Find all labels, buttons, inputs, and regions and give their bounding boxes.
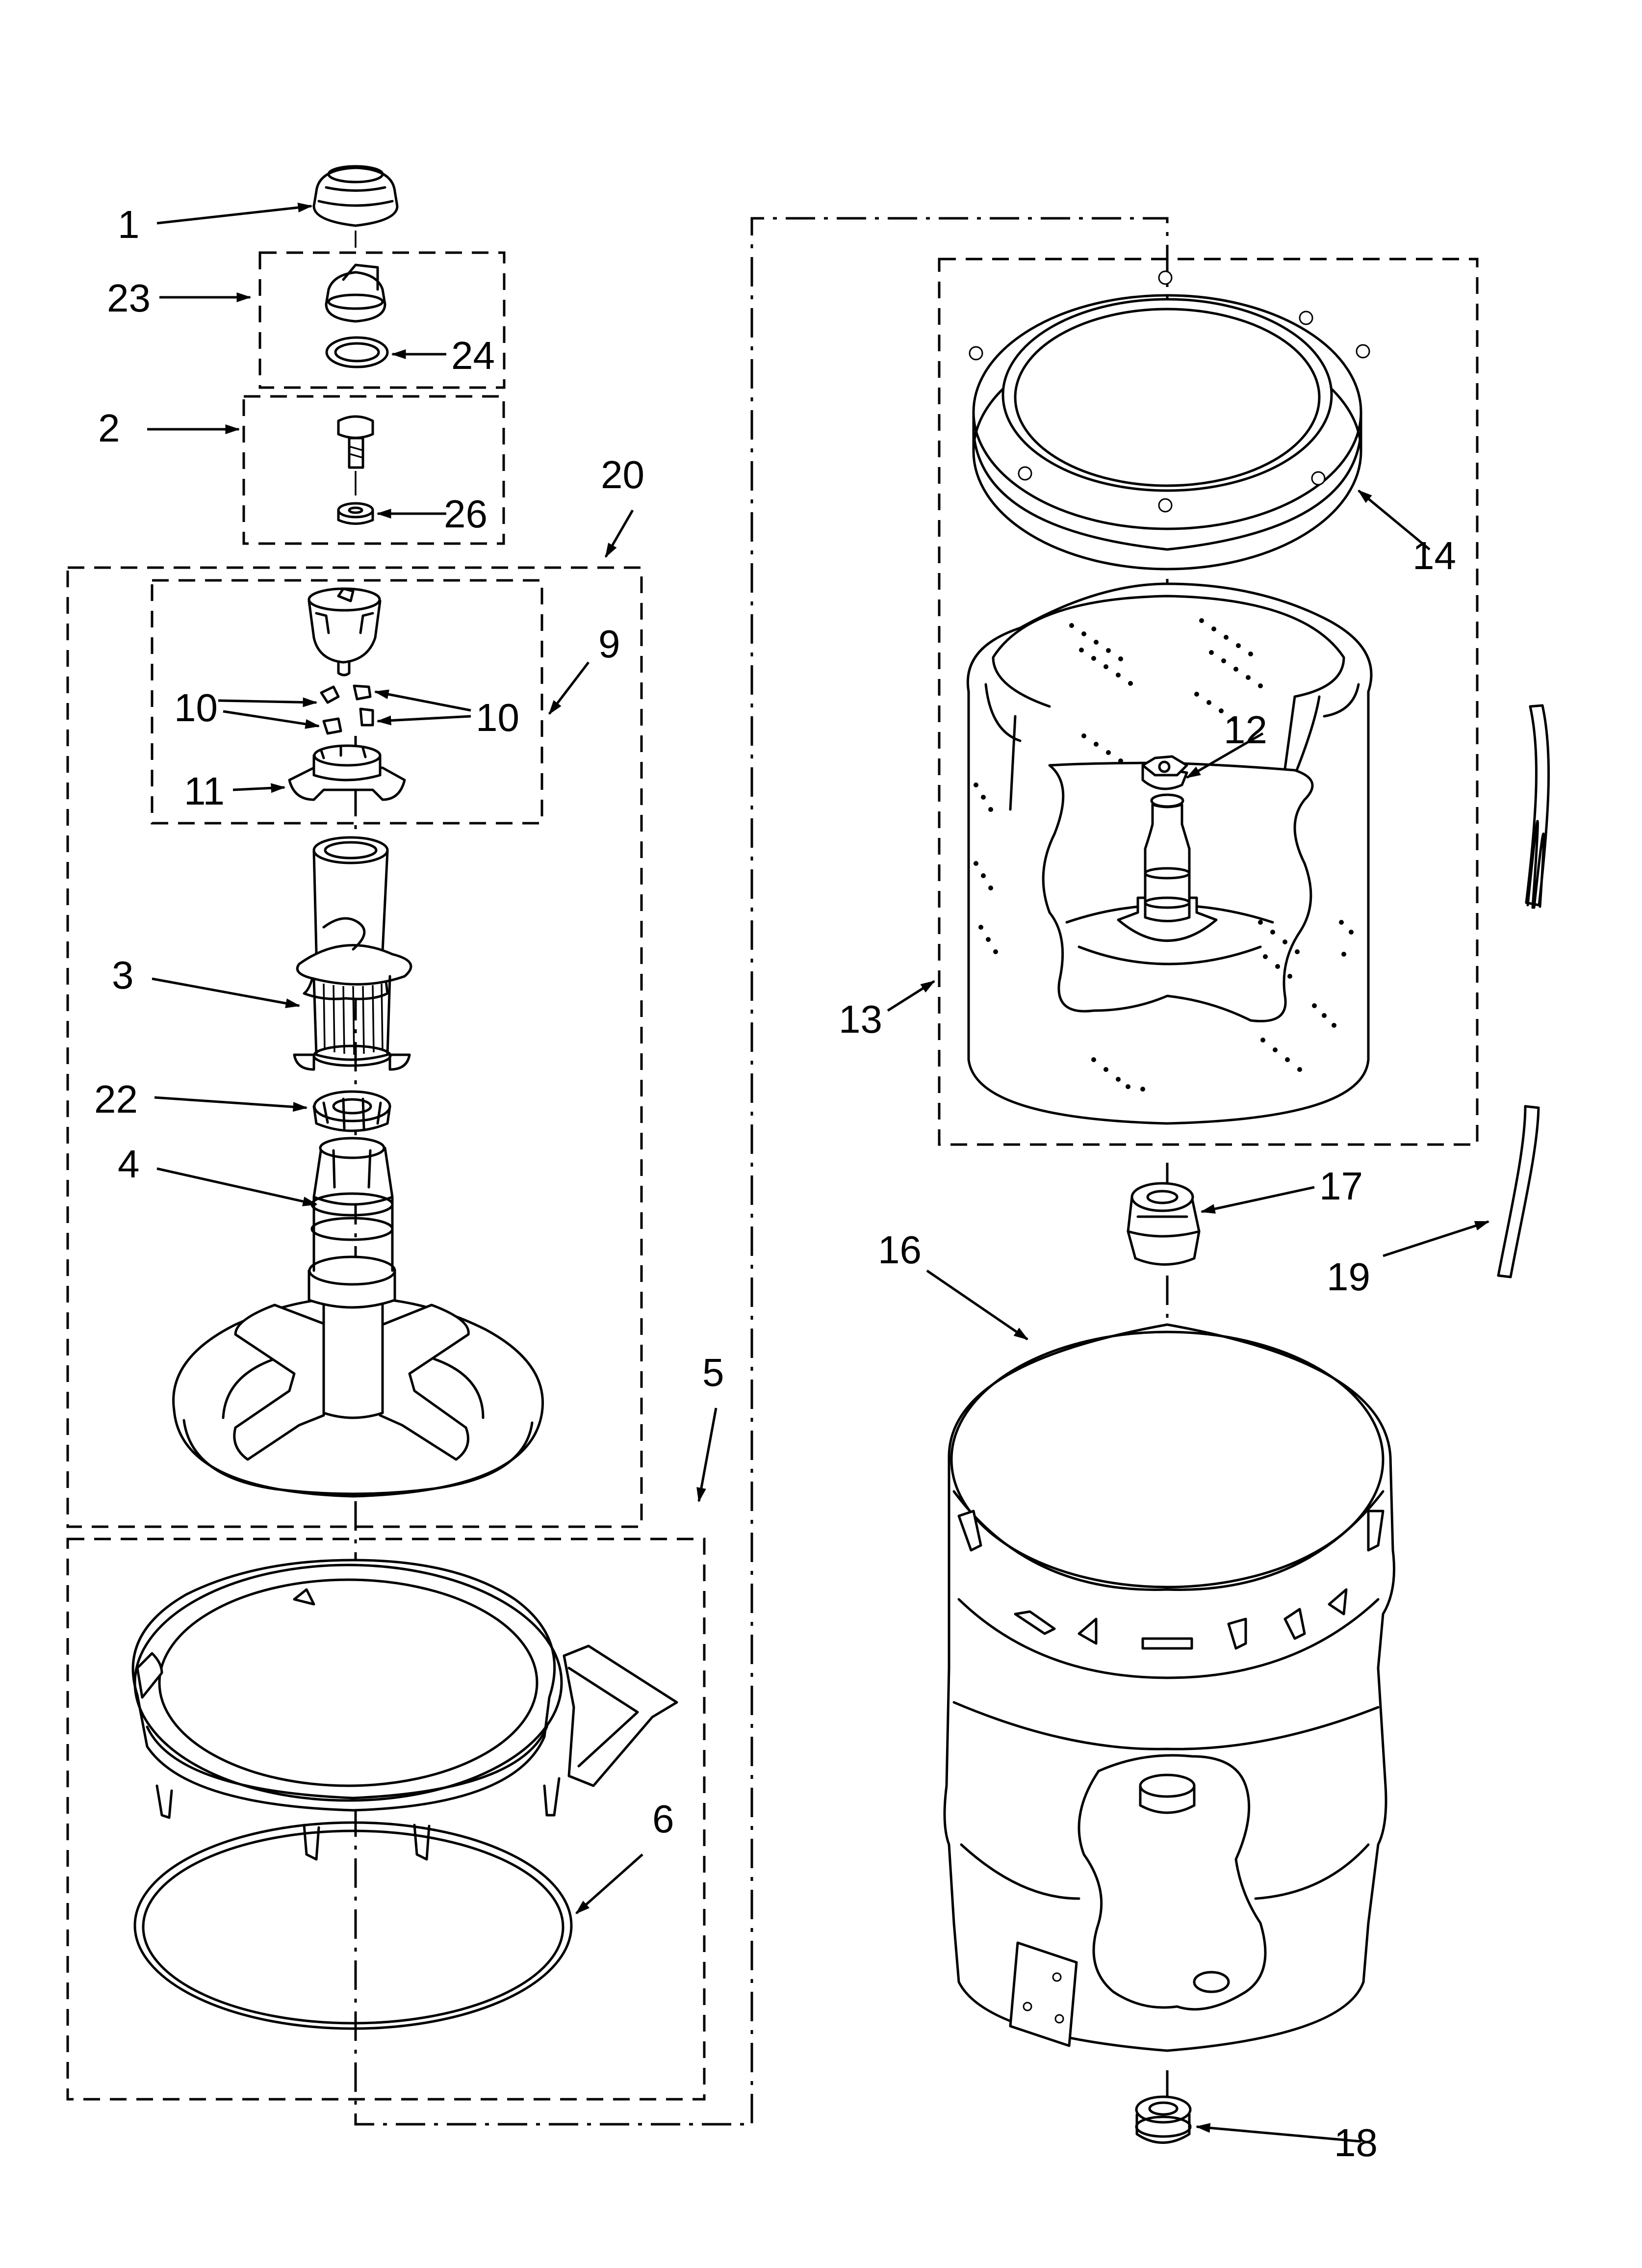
dog-kit-icon — [308, 587, 382, 677]
group-box-23 — [258, 251, 506, 389]
basket-perforations — [974, 618, 1354, 1092]
callout-19: 19 — [1327, 1255, 1370, 1299]
balance-ring-icon — [969, 270, 1370, 571]
agitator-barrel-icon — [293, 836, 412, 1071]
callout-22: 22 — [94, 1077, 138, 1121]
callout-13: 13 — [839, 997, 882, 1041]
callout-23: 23 — [107, 276, 151, 320]
callout-1: 1 — [118, 203, 140, 246]
callout-3: 3 — [112, 953, 134, 997]
hose-icon — [1497, 704, 1550, 1278]
callout-12: 12 — [1224, 708, 1267, 752]
callout-14: 14 — [1412, 534, 1456, 577]
drive-block-icon — [1127, 1182, 1201, 1266]
callout-2: 2 — [98, 406, 120, 450]
callout-24: 24 — [451, 334, 495, 377]
spin-nut-icon — [1141, 755, 1188, 790]
callout-labels: 1 23 24 2 26 20 9 10 10 11 3 22 4 5 6 12… — [94, 203, 1456, 2164]
callout-20: 20 — [601, 453, 644, 496]
bolt-icon — [337, 415, 374, 469]
tub-ring-icon — [131, 1559, 678, 1861]
tub-bearing-icon — [1135, 2095, 1192, 2144]
washer-icon — [337, 502, 374, 525]
agitator-base-icon — [172, 1137, 544, 1498]
cam-icon — [288, 744, 406, 801]
group-box-5 — [66, 1538, 706, 2101]
group-box-9 — [151, 579, 543, 825]
agitator-ring-icon — [312, 1090, 391, 1132]
cap-kit-icon — [325, 263, 386, 323]
callout-17: 17 — [1319, 1164, 1363, 1208]
group-box-13-14 — [938, 258, 1479, 1146]
callout-16: 16 — [878, 1228, 922, 1272]
callout-6: 6 — [652, 1797, 674, 1841]
callout-10-left: 10 — [174, 686, 218, 730]
callout-5: 5 — [702, 1351, 724, 1394]
callout-10-right: 10 — [476, 696, 519, 739]
callout-11: 11 — [184, 769, 225, 813]
agitator-cap-icon — [312, 165, 399, 227]
callout-18: 18 — [1334, 2121, 1378, 2164]
group-box-2 — [242, 395, 505, 545]
basket-icon — [966, 582, 1373, 1125]
outer-tub-icon — [943, 1323, 1395, 2052]
callout-9: 9 — [598, 622, 620, 666]
callout-4: 4 — [118, 1142, 140, 1186]
tub-ring-seal-icon — [133, 1821, 573, 2030]
o-ring-icon — [325, 336, 389, 368]
leader-lines — [147, 203, 1490, 2143]
agitator-dog-icon — [320, 684, 374, 735]
callout-26: 26 — [444, 492, 487, 536]
